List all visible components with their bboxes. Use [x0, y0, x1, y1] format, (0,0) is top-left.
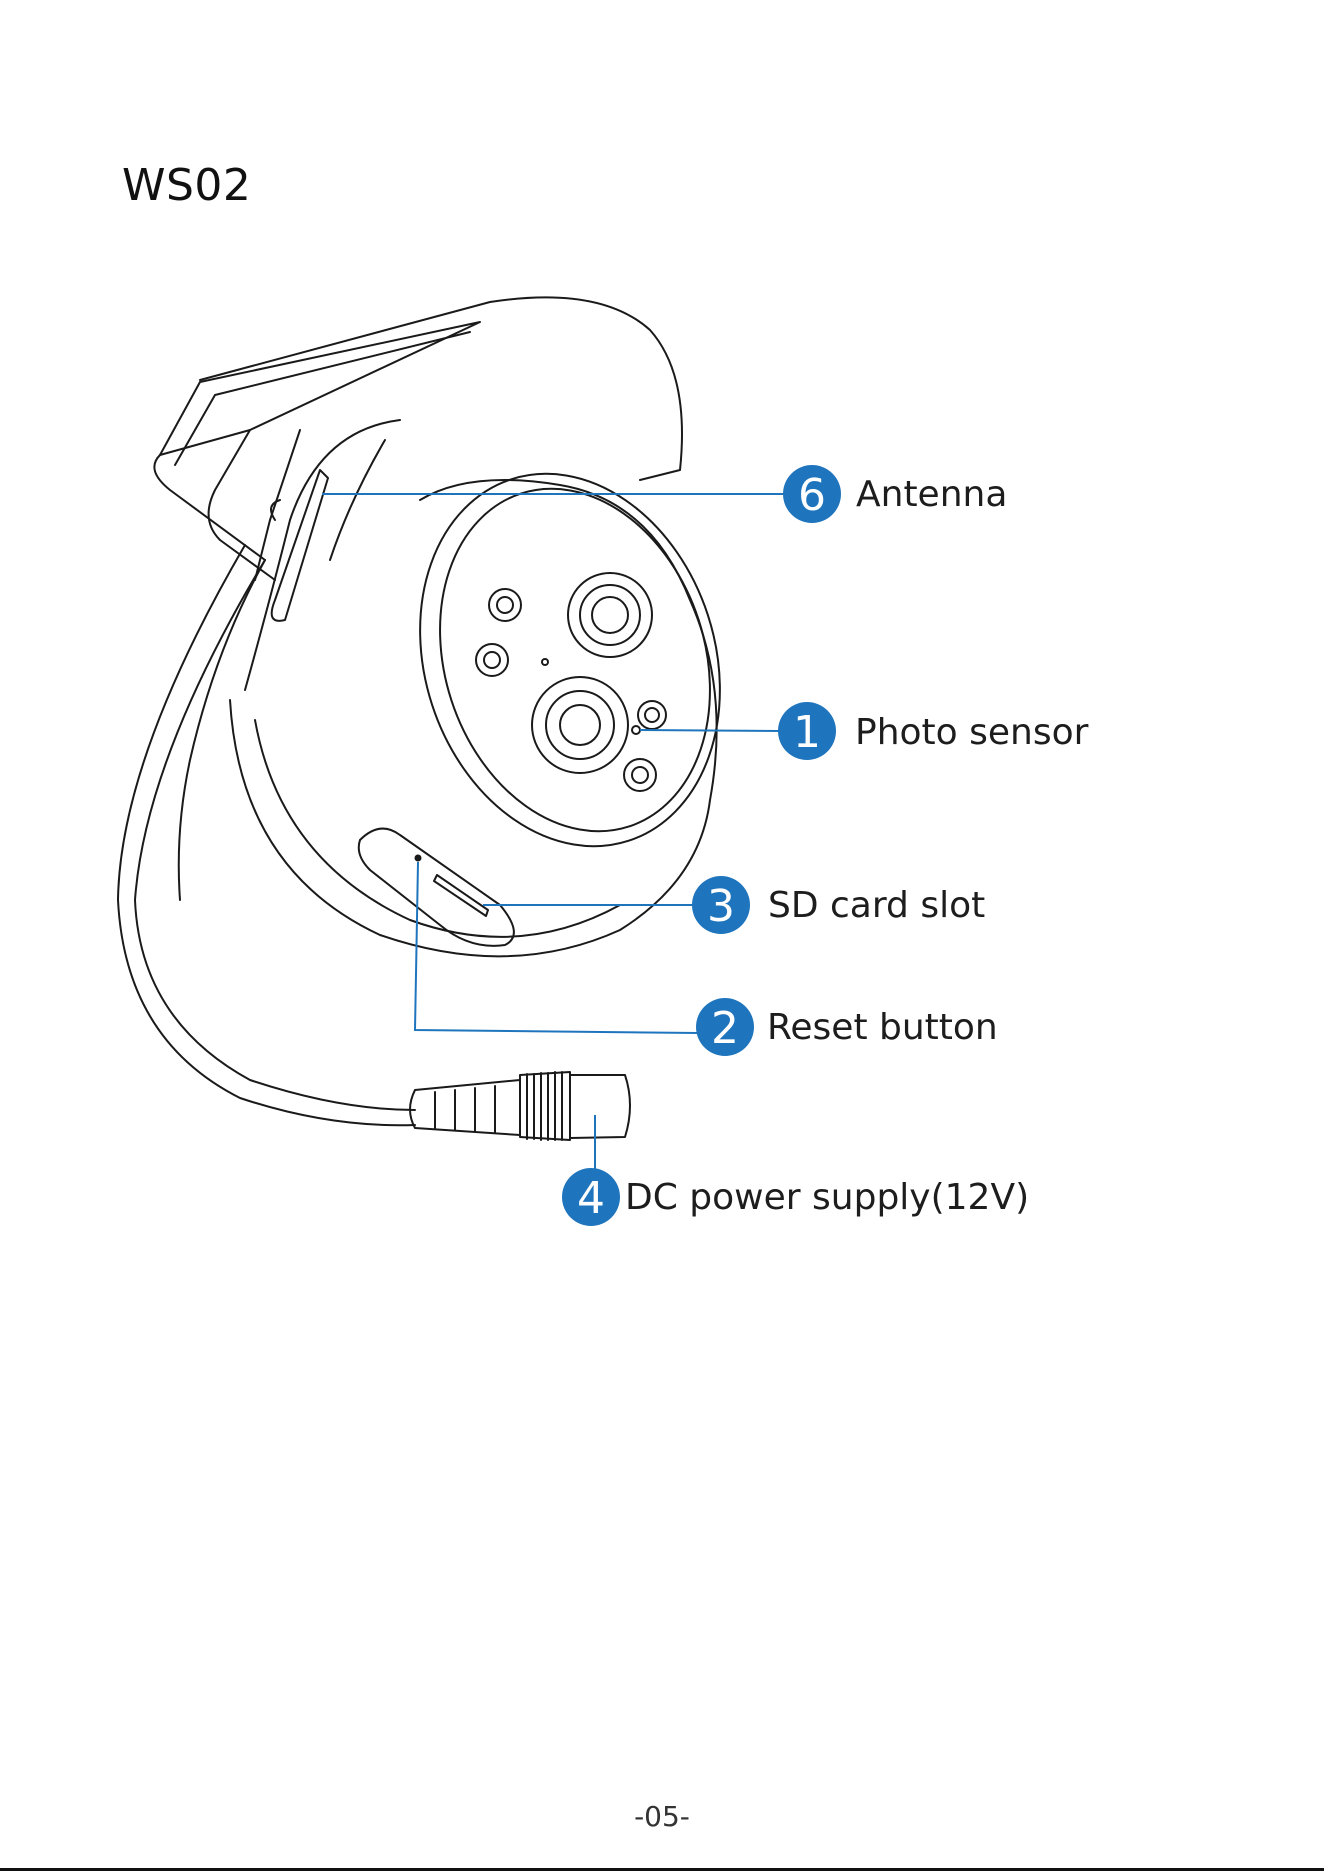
- callout-dc-power-supply: 4 DC power supply(12V): [562, 1168, 1029, 1226]
- label-reset-button: Reset button: [767, 1007, 998, 1048]
- badge-number: 1: [793, 707, 821, 758]
- badge-number: 3: [707, 881, 735, 932]
- badge-number: 4: [577, 1173, 605, 1224]
- leader-lines: [322, 494, 785, 1190]
- page-number: -05-: [0, 1800, 1324, 1833]
- label-photo-sensor: Photo sensor: [855, 712, 1089, 753]
- label-dc-power-supply: DC power supply(12V): [625, 1177, 1029, 1218]
- bottom-rule: [0, 1868, 1324, 1871]
- callout-antenna: 6 Antenna: [783, 465, 1007, 523]
- badge-number: 2: [711, 1003, 739, 1054]
- callout-sd-card-slot: 3 SD card slot: [692, 876, 985, 934]
- callout-photo-sensor: 1 Photo sensor: [778, 702, 1089, 760]
- badge-number: 6: [798, 470, 826, 521]
- label-sd-card-slot: SD card slot: [768, 885, 985, 926]
- callout-reset-button: 2 Reset button: [696, 998, 998, 1056]
- leader-line-photo-sensor: [640, 730, 780, 731]
- camera-illustration: [118, 297, 767, 1140]
- leader-line-reset: [415, 862, 698, 1033]
- label-antenna: Antenna: [856, 474, 1007, 515]
